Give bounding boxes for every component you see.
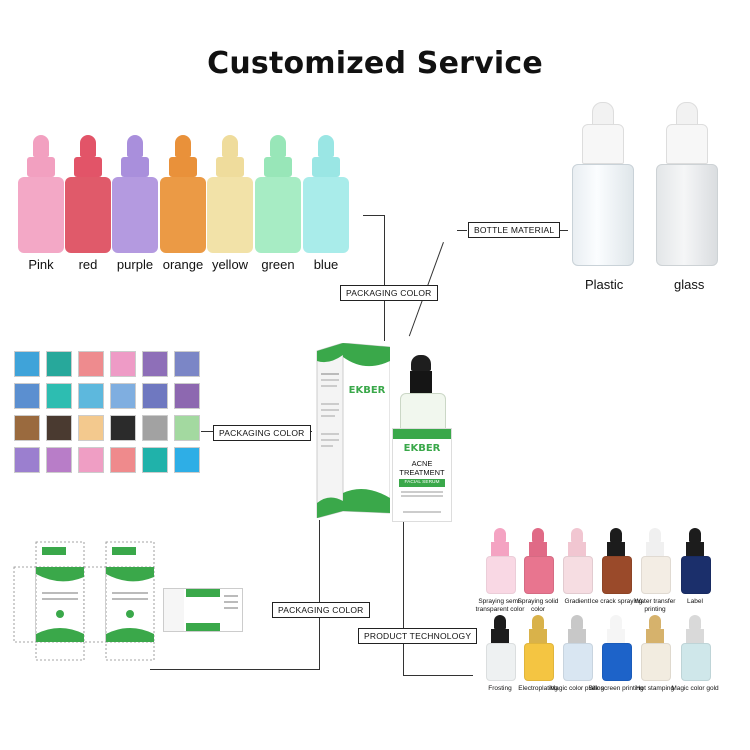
color-label-green: green (261, 257, 295, 272)
tech-label: Spraying solid color (517, 598, 559, 613)
product-brand: EKBER (403, 443, 441, 454)
color-label-pink: Pink (28, 257, 54, 272)
color-swatch (14, 383, 40, 409)
color-swatch (78, 415, 104, 441)
color-label-purple: purple (116, 257, 154, 272)
color-swatch (110, 447, 136, 473)
packaging-label-sticker (163, 588, 243, 632)
tag-product-technology: PRODUCT TECHNOLOGY (358, 628, 478, 644)
product-name-line2: TREATMENT (399, 468, 445, 477)
connector-line (384, 215, 385, 341)
tech-label: Gradient (564, 598, 590, 605)
tech-bottle (561, 528, 595, 594)
color-swatch (110, 383, 136, 409)
color-bottle-blue (303, 135, 351, 253)
color-bottle-purple (112, 135, 160, 253)
color-bottle-yellow (207, 135, 255, 253)
tech-label: Magic color plating (549, 685, 605, 692)
color-swatch (46, 415, 72, 441)
tech-bottle (679, 528, 713, 594)
color-label-blue: blue (313, 257, 339, 272)
connector-line (403, 675, 473, 676)
tech-label: Spraying semi-transparent color (475, 598, 525, 613)
tag-packaging-color-mid: PACKAGING COLOR (213, 425, 311, 441)
product-name-line1: ACNE (411, 459, 433, 468)
page-title: Customized Service (207, 46, 543, 81)
product-front-box: EKBER ACNE TREATMENT FACIAL SERUM (392, 428, 452, 522)
color-swatch (174, 447, 200, 473)
tech-label: Electroplating (518, 685, 558, 692)
tech-label: Water transfer printing (634, 598, 676, 613)
connector-line (363, 215, 385, 216)
product-box-graphic (316, 342, 391, 519)
tech-bottle (639, 528, 673, 594)
color-swatch (14, 447, 40, 473)
tag-packaging-color-top: PACKAGING COLOR (340, 285, 438, 301)
color-swatch (14, 351, 40, 377)
color-bottle-orange (160, 135, 208, 253)
color-swatch (110, 415, 136, 441)
tech-bottle (600, 528, 634, 594)
color-swatch (110, 351, 136, 377)
color-swatch (174, 415, 200, 441)
tag-packaging-color-bottom: PACKAGING COLOR (272, 602, 370, 618)
tech-bottle (639, 615, 673, 681)
product-subtitle: FACIAL SERUM (399, 479, 445, 487)
color-swatch (174, 351, 200, 377)
tech-bottle (522, 615, 556, 681)
color-swatch (78, 351, 104, 377)
color-swatch (142, 383, 168, 409)
connector-line (150, 669, 320, 670)
color-swatch (46, 351, 72, 377)
color-bottle-pink (18, 135, 66, 253)
material-label-plastic: Plastic (585, 277, 624, 292)
color-bottle-red (65, 135, 113, 253)
color-bottle-green (255, 135, 303, 253)
connector-line (201, 431, 213, 432)
tech-label: Hot stamping (635, 685, 675, 692)
tech-bottle (679, 615, 713, 681)
color-swatch (78, 383, 104, 409)
tech-label: Frosting (488, 685, 512, 692)
color-swatch (14, 415, 40, 441)
tech-label: Label (687, 598, 703, 605)
glass-bottle (652, 100, 722, 270)
connector-line (457, 230, 467, 231)
tag-bottle-material: BOTTLE MATERIAL (468, 222, 561, 238)
tech-bottle (522, 528, 556, 594)
tech-bottle (600, 615, 634, 681)
tech-bottle (484, 615, 518, 681)
color-swatch (142, 447, 168, 473)
tech-label: Ice crack spraying (589, 598, 643, 605)
material-label-glass: glass (674, 277, 705, 292)
product-box-brand: EKBER (348, 385, 386, 396)
plastic-bottle (568, 100, 638, 270)
color-label-yellow: yellow (211, 257, 249, 272)
tech-label: Silk screen printing (588, 685, 644, 692)
packaging-dieline-graphic (13, 541, 155, 661)
color-swatch (174, 383, 200, 409)
color-swatch (142, 415, 168, 441)
color-swatch (142, 351, 168, 377)
connector-line (319, 520, 320, 670)
product-box: EKBER (315, 342, 391, 519)
packaging-dieline (12, 522, 162, 662)
tech-bottle (484, 528, 518, 594)
color-swatch (46, 383, 72, 409)
color-swatch (78, 447, 104, 473)
color-label-red: red (78, 257, 98, 272)
connector-line (403, 520, 404, 676)
color-label-orange: orange (162, 257, 204, 272)
tech-bottle (561, 615, 595, 681)
tech-label: Magic color gold (671, 685, 719, 692)
color-swatch (46, 447, 72, 473)
